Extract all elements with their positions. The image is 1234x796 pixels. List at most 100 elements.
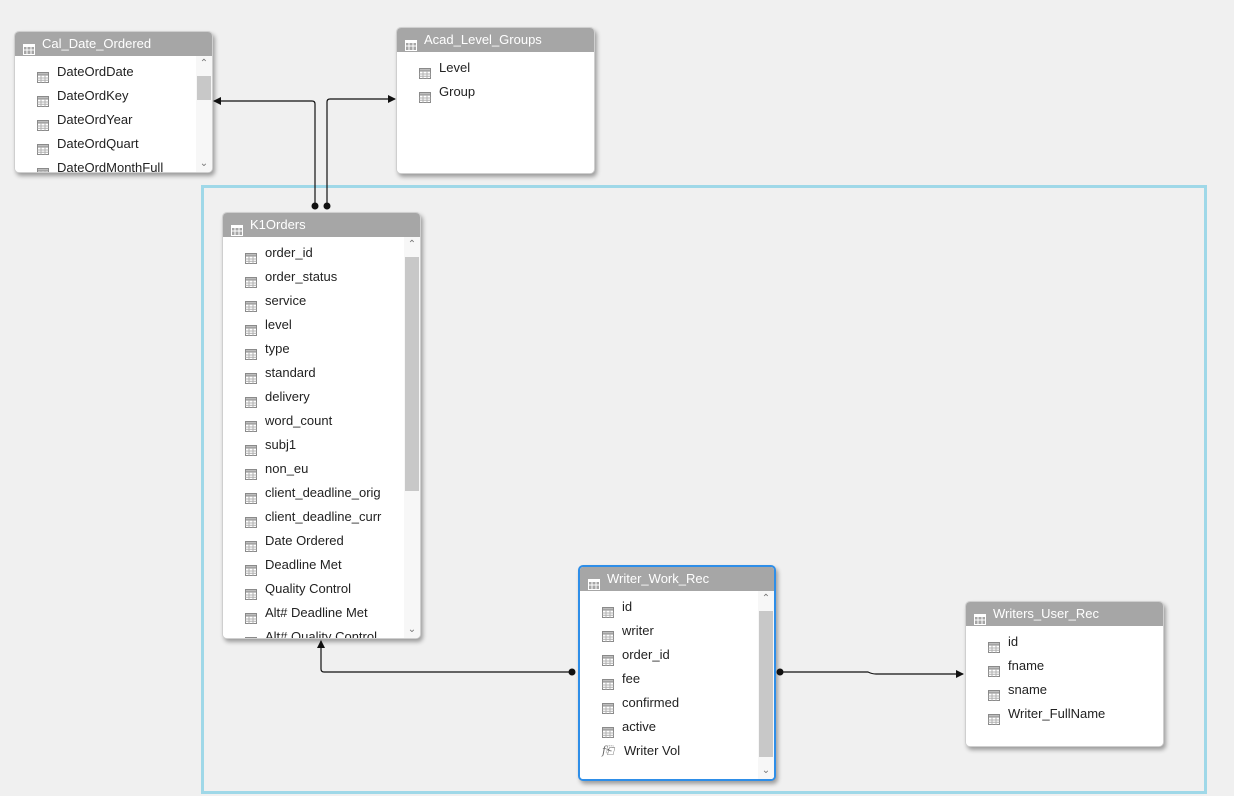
scroll-up-icon[interactable]: ⌃ bbox=[761, 593, 771, 604]
field-row[interactable]: type bbox=[223, 337, 420, 361]
table-column-icon bbox=[245, 584, 257, 600]
table-icon bbox=[974, 609, 986, 625]
table-header[interactable]: Acad_Level_Groups bbox=[397, 28, 594, 52]
field-row[interactable]: Date Ordered bbox=[223, 529, 420, 553]
field-name: DateOrdQuart bbox=[57, 136, 139, 151]
table-column-icon bbox=[245, 368, 257, 384]
table-column-icon bbox=[245, 296, 257, 312]
field-name: Quality Control bbox=[265, 581, 351, 596]
table-title: Cal_Date_Ordered bbox=[42, 36, 152, 51]
table-column-icon bbox=[245, 392, 257, 408]
table-icon bbox=[23, 39, 35, 55]
field-row[interactable]: writer bbox=[580, 619, 774, 643]
field-row[interactable]: order_status bbox=[223, 265, 420, 289]
table-title: Acad_Level_Groups bbox=[424, 32, 542, 47]
scroll-up-icon[interactable]: ⌃ bbox=[199, 58, 209, 69]
table-column-icon bbox=[245, 320, 257, 336]
field-name: active bbox=[622, 719, 656, 734]
field-row[interactable]: confirmed bbox=[580, 691, 774, 715]
vertical-scrollbar[interactable]: ⌃ ⌄ bbox=[758, 591, 774, 779]
table-column-icon bbox=[245, 272, 257, 288]
scroll-thumb[interactable] bbox=[197, 76, 211, 100]
field-row[interactable]: DateOrdQuart bbox=[15, 132, 212, 156]
relationship-k1orders-cal-date[interactable] bbox=[213, 97, 316, 206]
table-header[interactable]: Writers_User_Rec bbox=[966, 602, 1163, 626]
field-row[interactable]: level bbox=[223, 313, 420, 337]
selection-frame bbox=[201, 185, 1207, 794]
field-name: fee bbox=[622, 671, 641, 686]
table-header[interactable]: Cal_Date_Ordered bbox=[15, 32, 212, 56]
scroll-up-icon[interactable]: ⌃ bbox=[407, 239, 417, 250]
field-name: id bbox=[622, 599, 633, 614]
field-name: level bbox=[265, 317, 292, 332]
scroll-down-icon[interactable]: ⌄ bbox=[761, 765, 771, 776]
table-title: K1Orders bbox=[250, 217, 306, 232]
table-column-icon bbox=[602, 698, 614, 714]
scroll-down-icon[interactable]: ⌄ bbox=[407, 624, 417, 635]
relationship-endpoint bbox=[568, 668, 576, 676]
table-column-icon bbox=[245, 536, 257, 552]
measure-row[interactable]: f⎗Writer Vol bbox=[580, 739, 774, 763]
field-row[interactable]: service bbox=[223, 289, 420, 313]
field-row[interactable]: Alt# Deadline Met bbox=[223, 601, 420, 625]
field-row[interactable]: subj1 bbox=[223, 433, 420, 457]
field-row[interactable]: fname bbox=[966, 654, 1163, 678]
field-row[interactable]: client_deadline_curr bbox=[223, 505, 420, 529]
table-column-icon bbox=[245, 440, 257, 456]
field-row[interactable]: DateOrdMonthFull bbox=[15, 156, 212, 172]
field-row[interactable]: active bbox=[580, 715, 774, 739]
field-row[interactable]: Deadline Met bbox=[223, 553, 420, 577]
field-row[interactable]: delivery bbox=[223, 385, 420, 409]
field-row[interactable]: non_eu bbox=[223, 457, 420, 481]
field-row[interactable]: id bbox=[580, 595, 774, 619]
field-row[interactable]: Writer_FullName bbox=[966, 702, 1163, 726]
field-row[interactable]: Group bbox=[397, 80, 594, 104]
field-row[interactable]: sname bbox=[966, 678, 1163, 702]
field-row[interactable]: DateOrdYear bbox=[15, 108, 212, 132]
field-name: Date Ordered bbox=[265, 533, 344, 548]
relationship-k1orders-acad-level[interactable] bbox=[326, 95, 396, 206]
table-header[interactable]: K1Orders bbox=[223, 213, 420, 237]
field-name: confirmed bbox=[622, 695, 680, 710]
field-name: Writer_FullName bbox=[1008, 706, 1106, 721]
table-column-icon bbox=[245, 512, 257, 528]
scroll-thumb[interactable] bbox=[405, 257, 419, 491]
field-row[interactable]: DateOrdDate bbox=[15, 60, 212, 84]
field-row[interactable]: id bbox=[966, 630, 1163, 654]
field-row[interactable]: order_id bbox=[223, 241, 420, 265]
table-icon bbox=[231, 220, 243, 236]
field-row[interactable]: Level bbox=[397, 56, 594, 80]
table-column-icon bbox=[37, 139, 49, 155]
table-title: Writer_Work_Rec bbox=[607, 571, 710, 586]
vertical-scrollbar[interactable]: ⌃ ⌄ bbox=[404, 237, 420, 638]
field-name: sname bbox=[1008, 682, 1048, 697]
table-column-icon bbox=[245, 344, 257, 360]
field-row[interactable]: client_deadline_orig bbox=[223, 481, 420, 505]
field-row[interactable]: word_count bbox=[223, 409, 420, 433]
field-row[interactable]: Quality Control bbox=[223, 577, 420, 601]
field-row[interactable]: DateOrdKey bbox=[15, 84, 212, 108]
table-column-icon bbox=[988, 637, 1000, 653]
table-column-icon bbox=[37, 91, 49, 107]
field-row[interactable]: standard bbox=[223, 361, 420, 385]
relationship-writer-work-writers-user[interactable] bbox=[780, 670, 964, 678]
vertical-scrollbar[interactable]: ⌃ ⌄ bbox=[196, 56, 212, 172]
field-name: client_deadline_orig bbox=[265, 485, 381, 500]
table-column-icon bbox=[245, 488, 257, 504]
field-row[interactable]: order_id bbox=[580, 643, 774, 667]
scroll-thumb[interactable] bbox=[759, 611, 773, 757]
table-column-icon bbox=[988, 685, 1000, 701]
scroll-down-icon[interactable]: ⌄ bbox=[199, 158, 209, 169]
relationship-writer-work-k1orders[interactable] bbox=[317, 640, 572, 673]
field-row[interactable]: Alt# Quality Control bbox=[223, 625, 420, 638]
field-row[interactable]: fee bbox=[580, 667, 774, 691]
table-column-icon bbox=[245, 608, 257, 624]
table-header[interactable]: Writer_Work_Rec bbox=[580, 567, 774, 591]
